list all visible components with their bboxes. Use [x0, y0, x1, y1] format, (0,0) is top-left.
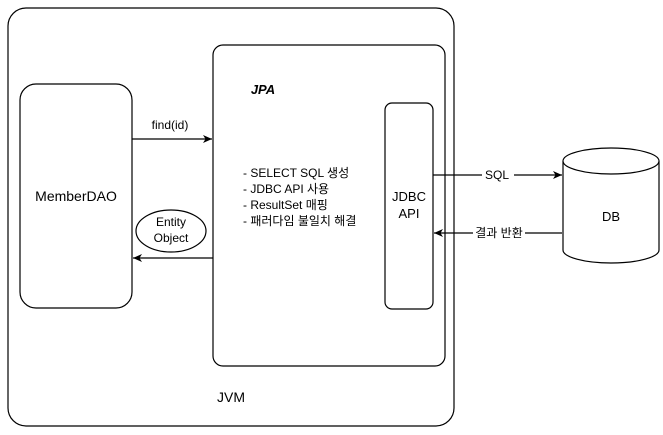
jdbc-api-box: JDBC API — [384, 102, 434, 310]
jpa-title: JPA — [251, 82, 275, 97]
entity-object: Entity Object — [135, 209, 207, 253]
jpa-feature-2: - JDBC API 사용 — [243, 182, 329, 196]
entity-object-line1: Entity — [156, 215, 186, 229]
db-cylinder: DB — [562, 147, 660, 264]
jdbc-api-line2: API — [399, 206, 420, 221]
result-arrow-label: 결과 반환 — [475, 226, 523, 240]
jpa-feature-4: - 패러다임 불일치 해결 — [243, 214, 356, 228]
find-arrow-label: find(id) — [152, 118, 189, 132]
sql-arrow: SQL — [433, 167, 562, 182]
member-dao-label: MemberDAO — [35, 188, 117, 204]
jdbc-api-line1: JDBC — [392, 189, 426, 204]
member-dao-box: MemberDAO — [19, 83, 133, 309]
jpa-feature-1: - SELECT SQL 생성 — [243, 166, 349, 180]
result-arrow: 결과 반환 — [434, 225, 562, 240]
jpa-feature-3: - ResultSet 매핑 — [243, 198, 328, 212]
entity-object-line2: Object — [154, 231, 189, 245]
jvm-label: JVM — [217, 389, 245, 405]
find-arrow: find(id) — [132, 118, 212, 143]
db-label: DB — [602, 209, 620, 224]
sql-arrow-label: SQL — [485, 168, 509, 182]
